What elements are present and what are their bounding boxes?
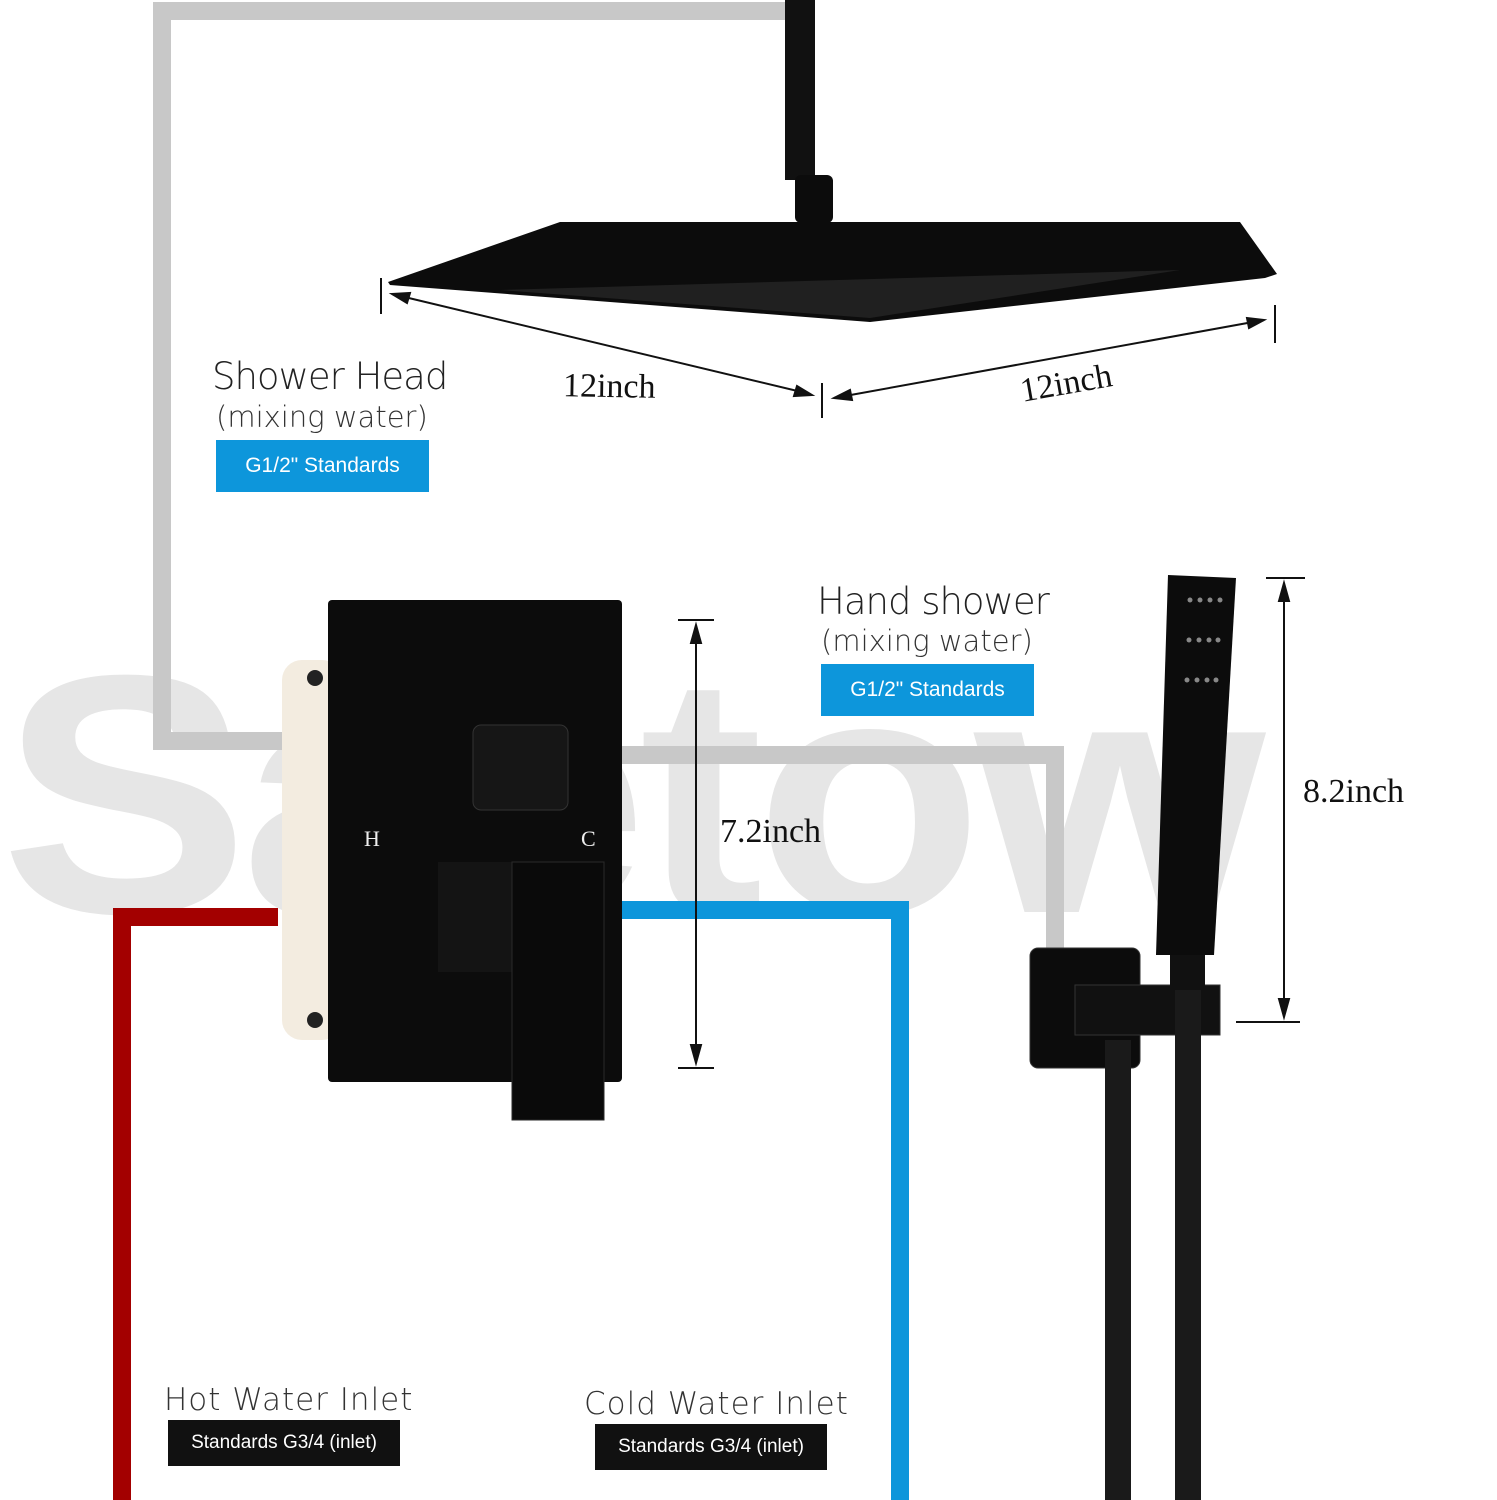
mixing-valve [282, 600, 622, 1121]
hand-shower-title: Hand shower [817, 580, 1050, 623]
dimension-lines [380, 278, 1305, 1069]
hot-label: H [364, 826, 380, 851]
hot-inlet-badge: Standards G3/4 (inlet) [168, 1420, 400, 1466]
shower-head [388, 0, 1277, 322]
hand-shower [1029, 575, 1236, 1500]
hand-shower-height-dimension: 8.2inch [1303, 773, 1405, 810]
hot-inlet-title: Hot Water Inlet [164, 1382, 414, 1418]
head-width-left-dimension: 12inch [562, 367, 656, 406]
cold-inlet-badge: Standards G3/4 (inlet) [595, 1424, 827, 1470]
shower-head-badge: G1/2" Standards [216, 440, 429, 492]
valve-height-dimension: 7.2inch [720, 813, 822, 850]
cold-label: C [581, 826, 596, 851]
shower-head-subtitle: (mixing water) [216, 400, 428, 434]
hand-shower-subtitle: (mixing water) [821, 624, 1033, 658]
hand-shower-badge: G1/2" Standards [821, 664, 1034, 716]
cold-inlet-title: Cold Water Inlet [584, 1386, 849, 1422]
hot-water-pipe [113, 908, 278, 1500]
hand-shower-pipe [620, 746, 1064, 950]
cold-water-pipe [622, 901, 909, 1500]
shower-head-pipe [153, 2, 785, 750]
shower-head-title: Shower Head [212, 355, 448, 398]
